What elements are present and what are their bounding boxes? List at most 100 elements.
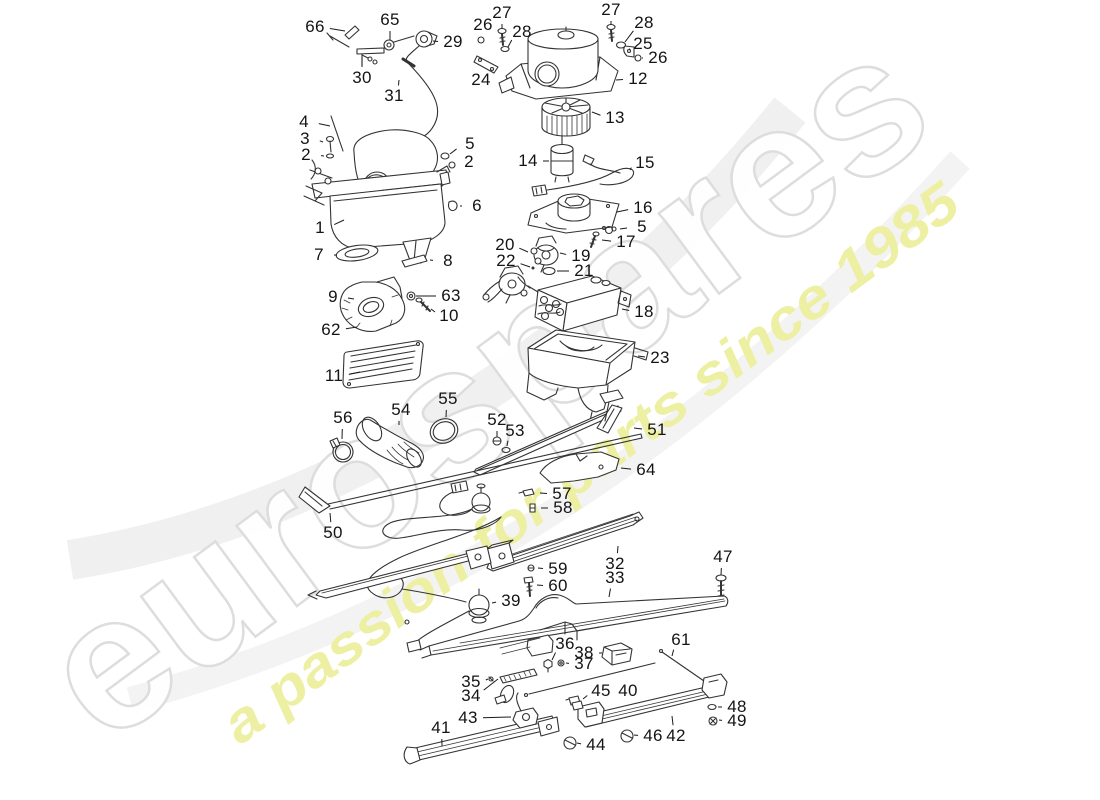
part-callout-12: 12 [628,69,648,88]
wiring-harness-66-65-29-31 [326,25,439,140]
part-callout-6: 6 [472,196,482,215]
air-valves-19-20-21-22 [482,235,559,304]
motor-cable-15 [531,154,634,197]
part-callout-55: 55 [438,389,458,408]
part-callout-48: 48 [727,697,747,716]
part-callout-51: 51 [647,420,667,439]
blower-wheel-13 [541,97,591,137]
part-callout-32: 32 [605,554,625,573]
part-callout-3: 3 [300,129,310,148]
watermark-swoosh [66,97,806,580]
leader-line-34 [483,678,499,691]
part-callout-8: 8 [443,251,453,270]
leader-line-5 [449,148,457,155]
part-callout-28: 28 [512,22,532,41]
part-callout-38: 38 [574,643,594,662]
part-callout-57: 57 [552,484,572,503]
leader-line-28 [624,30,634,43]
part-callout-43: 43 [458,708,478,727]
part-callout-24: 24 [471,70,491,89]
watermark: eurospares a passion for parts since 198… [2,0,971,782]
part-callout-22: 22 [496,251,516,270]
leader-line-61 [671,649,675,657]
leader-line-19 [559,252,567,255]
leader-line-4 [318,123,331,127]
part-callout-29: 29 [443,32,463,51]
lower-rail-41 [403,684,560,765]
part-callout-41: 41 [431,718,451,737]
blower-housing-12 [473,23,642,100]
part-callout-44: 44 [586,735,606,754]
part-callout-54: 54 [391,400,411,419]
part-callout-15: 15 [635,153,655,172]
leader-line-51 [633,427,643,430]
leader-line-9 [347,297,355,300]
heater-unit-1 [303,115,458,268]
gasket-64 [539,451,620,484]
part-callout-16: 16 [633,198,653,217]
lower-rail-42 [563,673,728,750]
part-callout-23: 23 [650,348,670,367]
part-callout-18: 18 [634,302,654,321]
part-callout-20: 20 [495,235,515,254]
part-callout-14: 14 [518,151,538,170]
part-callout-2: 2 [301,145,311,164]
clip-57 [518,488,535,497]
heater-regulator-18 [517,275,632,332]
part-callout-60: 60 [548,576,568,595]
defroster-duct-9-62 [339,276,431,332]
leader-line-25 [628,48,631,51]
leader-line-5 [619,227,628,230]
part-callout-56: 56 [333,408,353,427]
part-callout-11: 11 [324,366,344,385]
leader-line-20 [519,247,529,253]
air-distribution-box-23 [526,329,649,424]
leader-line-35 [485,678,489,681]
defroster-blade-51 [473,389,624,476]
part-callout-46: 46 [643,726,663,745]
part-callout-30: 30 [352,68,372,87]
leader-line-17 [601,239,612,242]
leader-line-10 [430,308,436,313]
part-callout-34: 34 [461,686,481,705]
leader-line-32 [616,545,619,554]
sealing-ring-55 [429,418,459,444]
leader-line-22 [520,263,531,268]
leader-line-44 [576,742,582,745]
part-callout-26: 26 [648,48,668,67]
hose-clamp-56 [329,437,354,463]
leader-line-50 [329,512,332,523]
part-callout-52: 52 [487,410,507,429]
part-callout-10: 10 [439,306,459,325]
part-callout-5: 5 [465,134,475,153]
part-callout-2: 2 [464,152,474,171]
part-callout-25: 25 [633,34,653,53]
part-callout-36: 36 [555,634,575,653]
part-callout-19: 19 [571,246,591,265]
leader-line-66 [329,27,346,32]
leader-line-16 [616,209,629,213]
part-callout-1: 1 [315,218,325,237]
leader-line-31 [397,79,400,86]
part-callout-37: 37 [574,654,594,673]
leader-line-33 [608,588,611,598]
part-callout-40: 40 [618,681,638,700]
part-callout-26: 26 [473,15,493,34]
air-hose-54 [355,416,424,469]
leader-line-1 [334,219,345,225]
watermark-brand-text: eurospares [3,0,965,781]
part-callout-28: 28 [634,13,654,32]
part-callout-5: 5 [637,217,647,236]
heater-rail-left-arm [307,545,492,600]
leader-line-11 [348,371,361,375]
part-callout-17: 17 [616,232,636,251]
mounting-plate-16 [527,193,620,248]
leader-line-62 [345,326,358,330]
fasteners-34-38 [488,642,633,684]
part-callout-42: 42 [666,726,686,745]
part-callout-65: 65 [380,10,400,29]
lever-rod-50 [298,433,643,514]
blower-motor-14 [550,135,574,183]
leader-line-36 [551,652,556,661]
